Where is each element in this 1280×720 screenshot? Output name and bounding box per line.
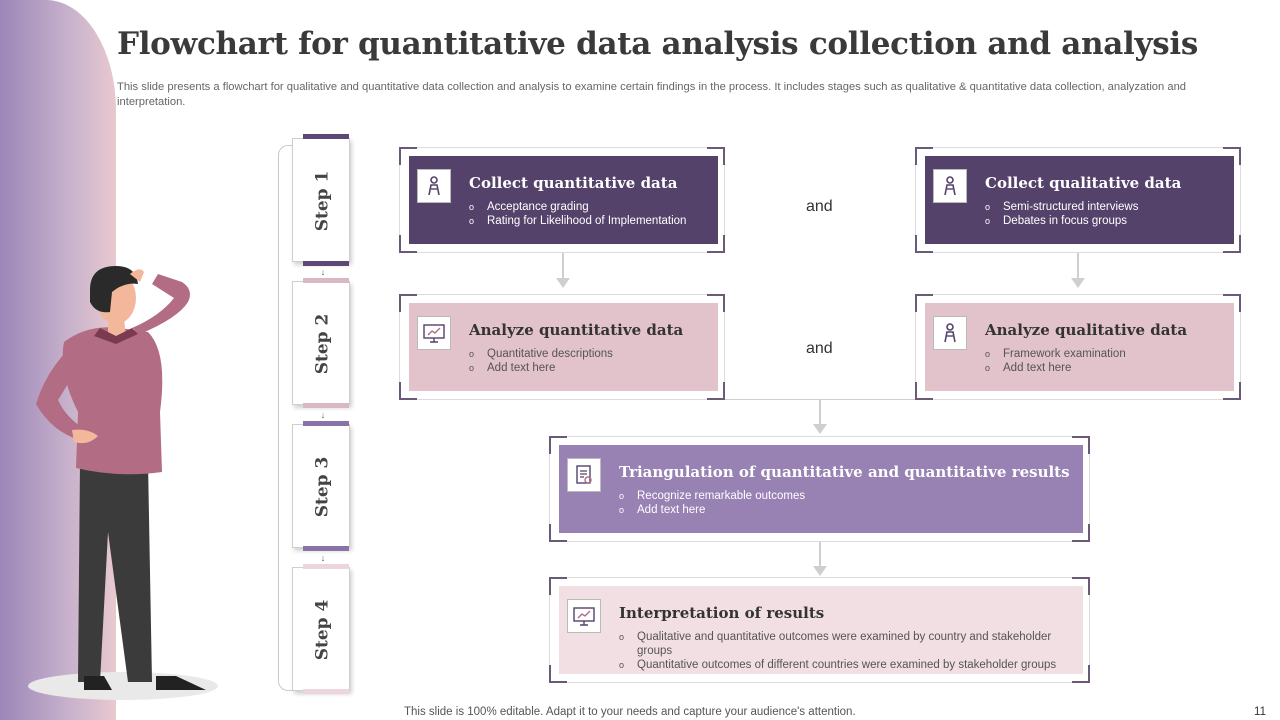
- interpretation-box: Interpretation of results Qualitative an…: [549, 577, 1090, 683]
- monitor-chart-icon: [417, 316, 451, 350]
- analyze-qualitative-title: Analyze qualitative data: [985, 321, 1188, 339]
- analyze-quantitative-title: Analyze quantitative data: [469, 321, 684, 339]
- list-item: Rating for Likelihood of Implementation: [469, 214, 714, 228]
- list-item: Semi-structured interviews: [985, 200, 1230, 214]
- list-item: Acceptance grading: [469, 200, 714, 214]
- collect-qualitative-title: Collect qualitative data: [985, 174, 1182, 192]
- thinking-person-illustration: [28, 266, 218, 700]
- arrow-down-icon: [556, 278, 570, 288]
- footer-text: This slide is 100% editable. Adapt it to…: [404, 706, 856, 718]
- person-icon: [933, 169, 967, 203]
- list-item: Framework examination: [985, 347, 1230, 361]
- person-icon: [417, 169, 451, 203]
- arrow-down-icon: [813, 424, 827, 434]
- list-item: Recognize remarkable outcomes: [619, 489, 1079, 503]
- list-item: Quantitative outcomes of different count…: [619, 658, 1079, 672]
- list-item: Add text here: [469, 361, 714, 375]
- step-rail: [278, 145, 294, 691]
- connector-line: [819, 400, 821, 424]
- step-2-label: Step 2: [312, 313, 332, 375]
- connector-line: [1077, 253, 1079, 279]
- list-item: Quantitative descriptions: [469, 347, 714, 361]
- collect-quantitative-box: Collect quantitative data Acceptance gra…: [399, 147, 725, 253]
- step-arrow-2: ↓: [320, 410, 326, 420]
- step-4-label: Step 4: [312, 599, 332, 661]
- person-icon: [933, 316, 967, 350]
- step-2: Step 2: [292, 278, 350, 408]
- step-1-label: Step 1: [312, 170, 332, 232]
- step-1: Step 1: [292, 134, 350, 266]
- page-subtitle: This slide presents a flowchart for qual…: [117, 81, 1187, 108]
- list-item: Debates in focus groups: [985, 214, 1230, 228]
- and-connector-2: and: [806, 340, 833, 357]
- report-icon: [567, 458, 601, 492]
- monitor-chart-icon: [567, 599, 601, 633]
- step-arrow-3: ↓: [320, 553, 326, 563]
- page-number: 11: [1254, 706, 1266, 718]
- list-item: Add text here: [985, 361, 1230, 375]
- list-item: Qualitative and quantitative outcomes we…: [619, 630, 1079, 658]
- step-arrow-1: ↓: [320, 267, 326, 277]
- list-item: Add text here: [619, 503, 1079, 517]
- page-title: Flowchart for quantitative data analysis…: [117, 26, 1199, 62]
- arrow-down-icon: [1071, 278, 1085, 288]
- arrow-down-icon: [813, 566, 827, 576]
- analyze-quantitative-box: Analyze quantitative data Quantitative d…: [399, 294, 725, 400]
- connector-line: [562, 253, 564, 279]
- triangulation-box: Triangulation of quantitative and quanti…: [549, 436, 1090, 542]
- left-band-top-curve: [0, 0, 116, 120]
- interpretation-title: Interpretation of results: [619, 604, 825, 622]
- and-connector-1: and: [806, 198, 833, 215]
- analyze-qualitative-box: Analyze qualitative data Framework exami…: [915, 294, 1241, 400]
- triangulation-title: Triangulation of quantitative and quanti…: [619, 463, 1070, 481]
- collect-quantitative-title: Collect quantitative data: [469, 174, 678, 192]
- step-3-label: Step 3: [312, 456, 332, 518]
- connector-line: [819, 542, 821, 566]
- collect-qualitative-box: Collect qualitative data Semi-structured…: [915, 147, 1241, 253]
- merge-line: [725, 399, 915, 400]
- step-3: Step 3: [292, 421, 350, 551]
- step-4: Step 4: [292, 564, 350, 694]
